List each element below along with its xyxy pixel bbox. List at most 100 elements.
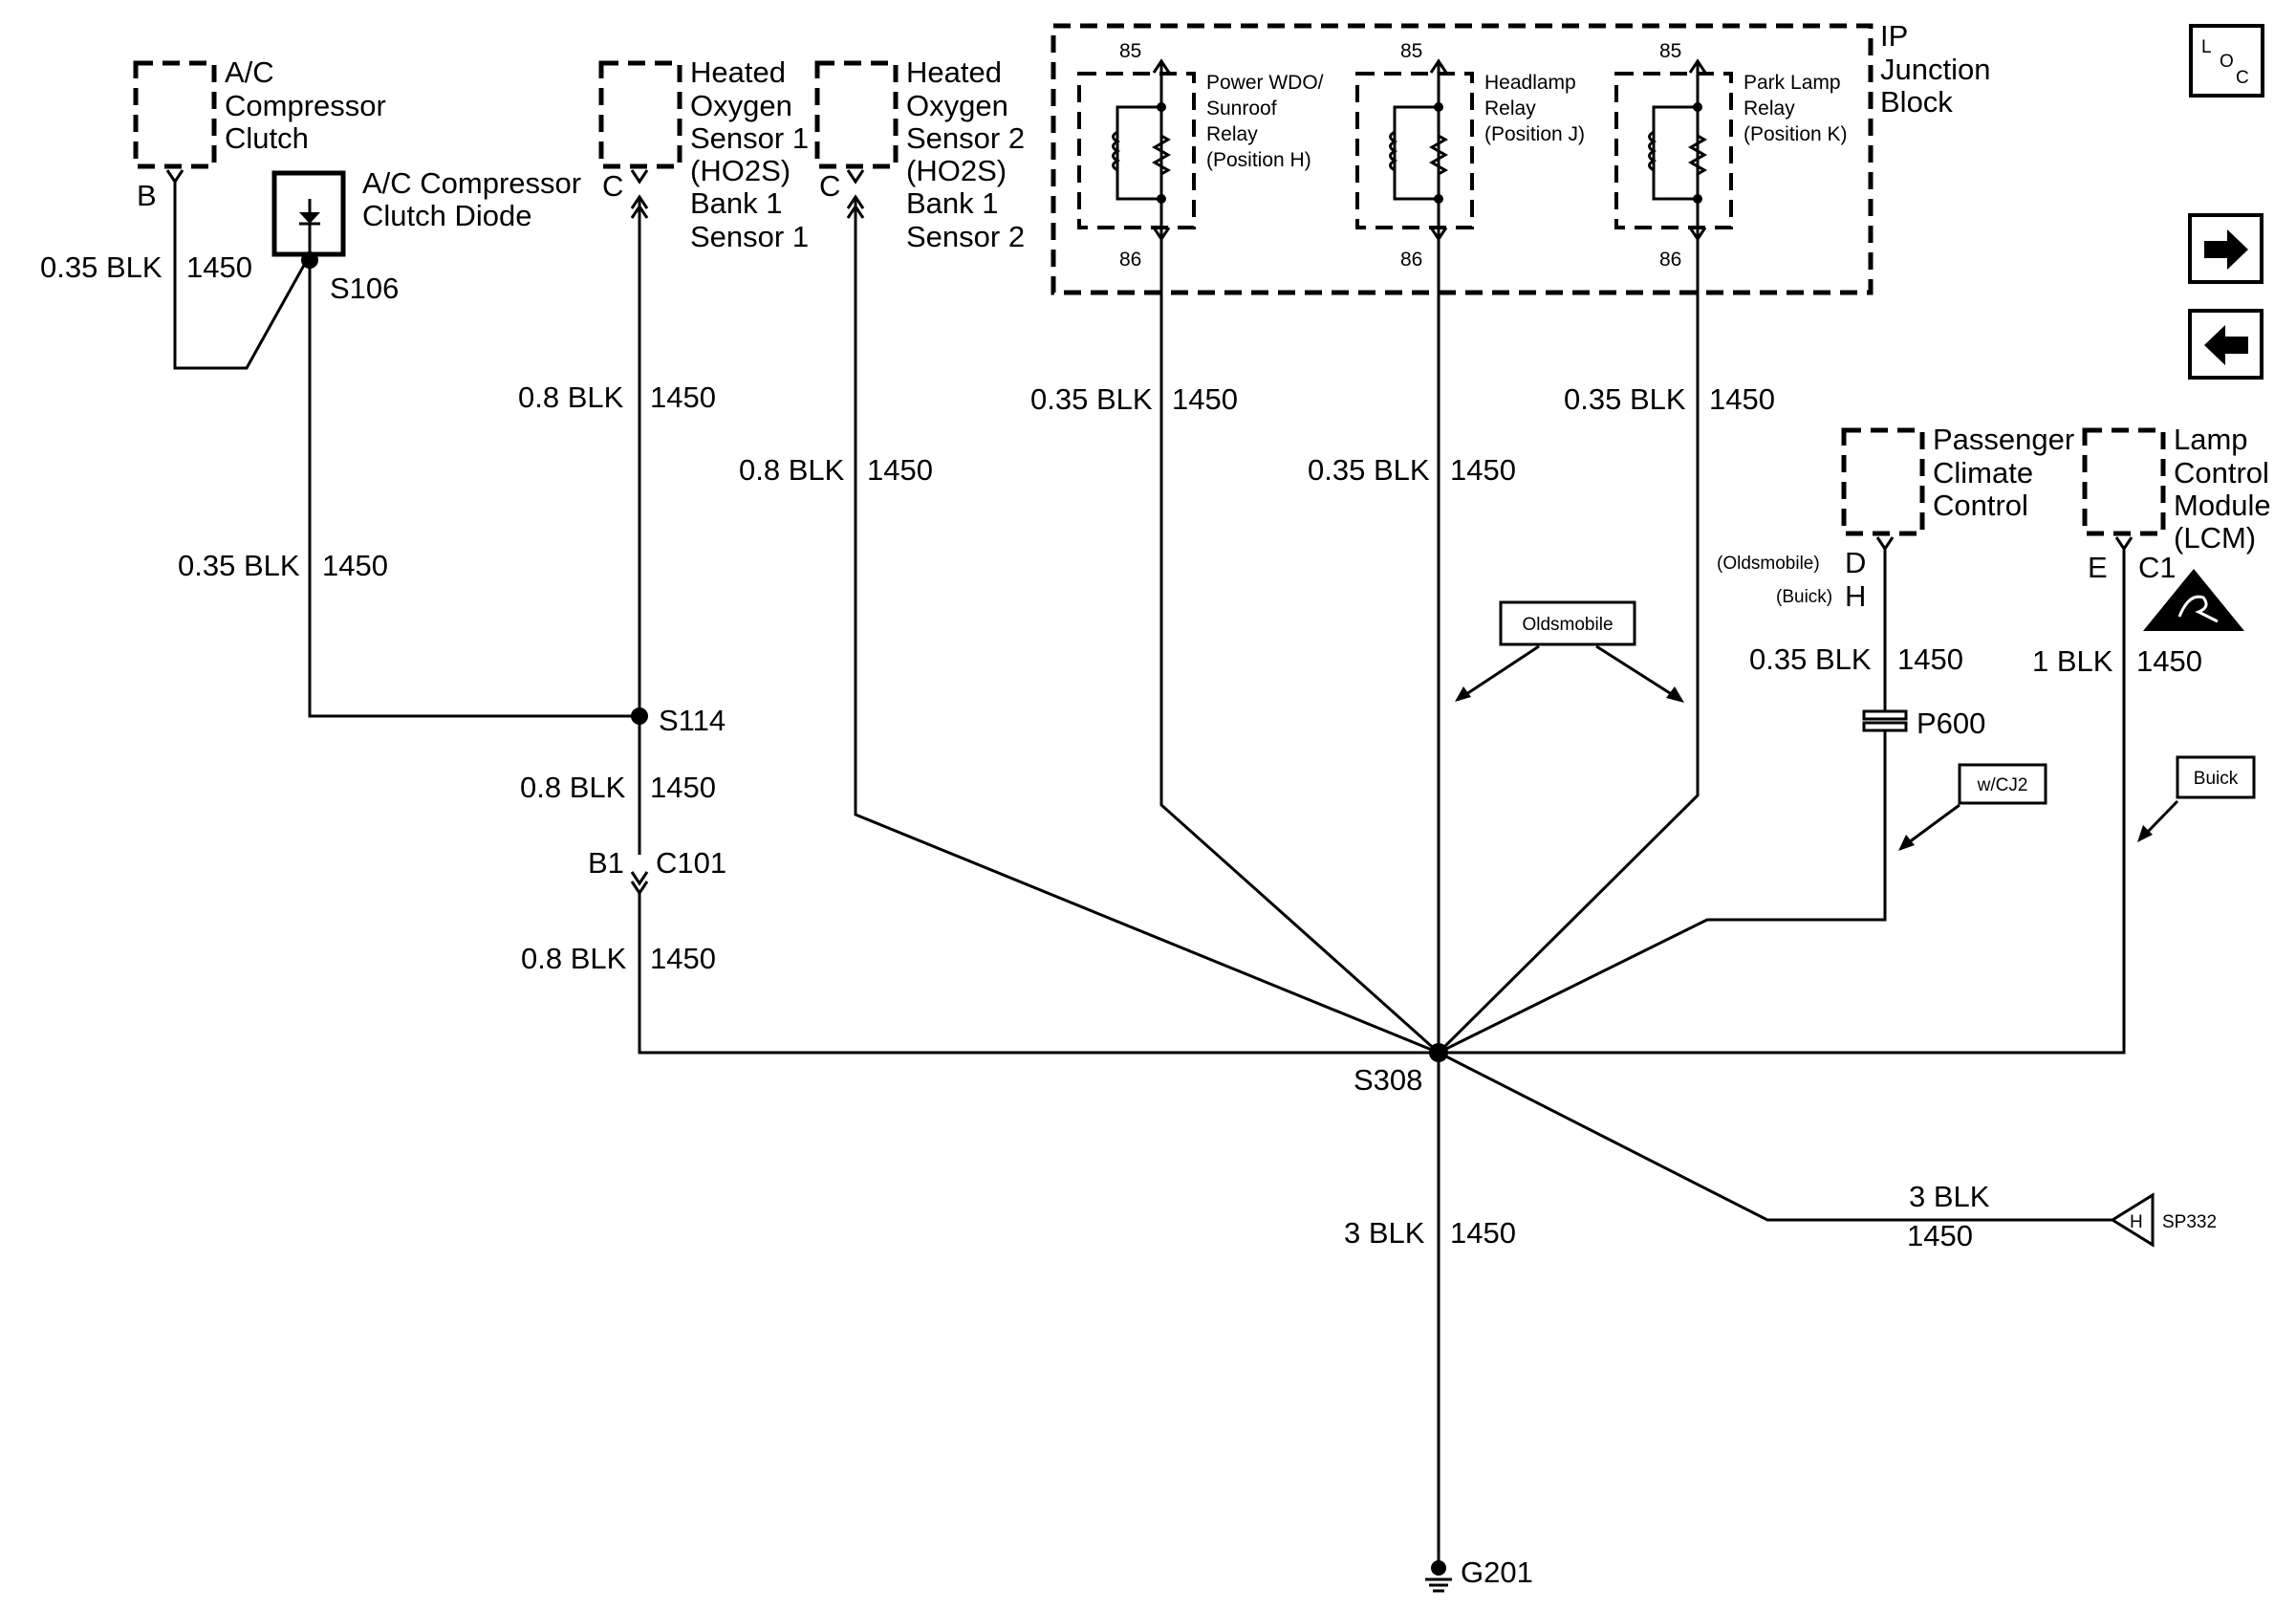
ac-clutch-box — [133, 60, 217, 169]
tag-oldsmobile-box — [1499, 600, 1636, 646]
relay-k-wire — [1437, 239, 1700, 1055]
relay-h-node-bottom — [1157, 194, 1166, 204]
relay-h-wire — [1159, 239, 1440, 1055]
relay-wires: 0.35 BLK 1450 0.35 BLK 1450 0.35 BLK 145… — [1030, 239, 1775, 1055]
ground-icon — [1425, 1560, 1452, 1593]
lcm-label-3: Module — [2174, 489, 2271, 522]
ac-clutch-diode: A/C Compressor Clutch Diode S106 0.35 BL… — [178, 166, 639, 718]
pcc-label-1: Passenger — [1933, 423, 2074, 456]
p600-connector-icon — [1862, 709, 1908, 732]
relay-k-pin-86: 86 — [1659, 249, 1681, 271]
ip-block-label-2: Junction — [1880, 53, 1990, 86]
lcm-pin: E — [2088, 551, 2108, 584]
arrowhead-icon — [1666, 686, 1684, 703]
relay-j-box — [1355, 72, 1474, 229]
location-button-box[interactable] — [2189, 24, 2264, 98]
tag-oldsmobile: Oldsmobile — [1455, 600, 1684, 703]
splice-s106-label: S106 — [330, 272, 399, 305]
diode-symbol-icon — [299, 212, 320, 224]
prev-page-button[interactable] — [2188, 309, 2264, 380]
lcm-wire — [1439, 549, 2126, 1055]
ho2s1-label-5: Bank 1 — [690, 186, 783, 220]
relay-k-pin-85: 85 — [1659, 40, 1681, 62]
lcm-label-1: Lamp — [2174, 423, 2248, 456]
ho2s2-label-3: Sensor 2 — [906, 121, 1025, 155]
sp332-connector-icon — [2110, 1192, 2155, 1248]
location-button[interactable]: L O C — [2189, 24, 2264, 98]
lcm-connector: C1 — [2138, 551, 2177, 584]
ho2s2-wire-circuit: 1450 — [867, 453, 933, 487]
ho2s2-label-2: Oxygen — [906, 89, 1008, 122]
relay-k-node-bottom — [1693, 194, 1702, 204]
ho2s1-wire-lower-gauge: 0.8 BLK — [521, 942, 627, 975]
relay-h-coil-loop — [1116, 105, 1161, 201]
relay-h-label-2: Sunroof — [1206, 98, 1277, 120]
sp332-label: SP332 — [2162, 1212, 2217, 1232]
pcc-label-3: Control — [1933, 489, 2028, 522]
lcm-label-2: Control — [2174, 456, 2269, 490]
lcm-wire-gauge: 1 BLK — [2032, 644, 2113, 678]
esd-warning-icon — [2143, 569, 2244, 631]
ho2s-sensor-1: Heated Oxygen Sensor 1 (HO2S) Bank 1 Sen… — [518, 55, 1439, 1055]
lamp-control-module: Lamp Control Module (LCM) E C1 1 BLK 145… — [1439, 423, 2271, 1055]
c101-connector-icon — [630, 871, 649, 896]
pcc-box — [1841, 427, 1925, 536]
tag-oldsmobile-arrow-right — [1595, 644, 1681, 702]
arrowhead-icon — [1455, 686, 1471, 702]
relay-h-label-4: (Position H) — [1206, 149, 1311, 171]
pcc-terminal — [1875, 536, 1895, 552]
sp332-pin: H — [2130, 1212, 2143, 1232]
relay-j-wire-circuit: 1450 — [1450, 453, 1516, 487]
relay-j-coil-icon — [1389, 130, 1398, 172]
ground-wire-circuit: 1450 — [1450, 1216, 1516, 1250]
ho2s1-wire-mid-gauge: 0.8 BLK — [520, 771, 626, 804]
tag-buick-text: Buick — [2194, 769, 2239, 789]
relay-h-node-top — [1157, 102, 1166, 112]
ac-compressor-clutch: A/C Compressor Clutch B 0.35 BLK 1450 — [40, 55, 386, 370]
ho2s2-pin: C — [819, 169, 840, 203]
diode-label-1: A/C Compressor — [362, 166, 581, 200]
splice-s114-dot — [631, 707, 648, 725]
ho2s1-wire-lower — [638, 893, 1439, 1055]
relay-k-label-3: (Position K) — [1744, 123, 1848, 145]
ho2s1-wire-upper-gauge: 0.8 BLK — [518, 381, 624, 414]
diode-wire-gauge: 0.35 BLK — [178, 549, 300, 582]
relay-j-coil-loop — [1393, 105, 1439, 201]
ac-clutch-wire — [165, 169, 309, 370]
relay-k-wire-gauge: 0.35 BLK — [1564, 382, 1686, 416]
ho2s1-wire-mid-circuit: 1450 — [650, 771, 716, 804]
ho2s2-terminal — [846, 169, 865, 185]
relay-j-label-1: Headlamp — [1484, 72, 1576, 94]
location-icon-c: C — [2236, 68, 2249, 88]
splice-s308: 3 BLK 1450 H SP332 S308 3 BLK 1450 G201 — [1344, 1043, 2217, 1593]
relay-h-coil-icon — [1112, 130, 1121, 172]
location-icon-l: L — [2201, 37, 2212, 57]
relay-h-resistor-icon — [1151, 134, 1172, 176]
relay-j-resistor-icon — [1428, 134, 1449, 176]
ground-wire-gauge: 3 BLK — [1344, 1216, 1425, 1250]
sp332-wire — [1438, 1051, 2112, 1222]
relay-power-wdo-sunroof: 85 86 Power WDO/ Sunroof Relay (Position… — [1077, 40, 1324, 271]
ho2s2-label-6: Sensor 2 — [906, 220, 1025, 253]
ip-block-label-3: Block — [1880, 85, 1953, 119]
arrowhead-icon — [2137, 825, 2153, 842]
tag-wcj2-arrow — [1904, 803, 1960, 847]
relay-k-resistor-icon — [1687, 134, 1708, 176]
splice-s114-label: S114 — [659, 704, 726, 737]
splice-s308-label: S308 — [1354, 1063, 1422, 1097]
next-page-button[interactable] — [2188, 213, 2264, 284]
ac-clutch-wire-gauge: 0.35 BLK — [40, 250, 162, 284]
c101-label: C101 — [656, 846, 726, 880]
relay-headlamp: 85 86 Headlamp Relay (Position J) — [1355, 40, 1585, 271]
relay-park-lamp: 85 86 Park Lamp Relay (Position K) — [1614, 40, 1848, 271]
pcc-buick-pin: H — [1845, 579, 1866, 613]
lcm-wire-circuit: 1450 — [2136, 644, 2202, 678]
ac-clutch-pin: B — [137, 179, 157, 212]
ho2s1-label-3: Sensor 1 — [690, 121, 809, 155]
relay-j-node-bottom — [1434, 194, 1443, 204]
tag-oldsmobile-arrow-left — [1457, 644, 1540, 702]
relay-h-wire-circuit: 1450 — [1172, 382, 1238, 416]
ho2s1-box — [598, 60, 682, 169]
relay-k-label-1: Park Lamp — [1744, 72, 1841, 94]
